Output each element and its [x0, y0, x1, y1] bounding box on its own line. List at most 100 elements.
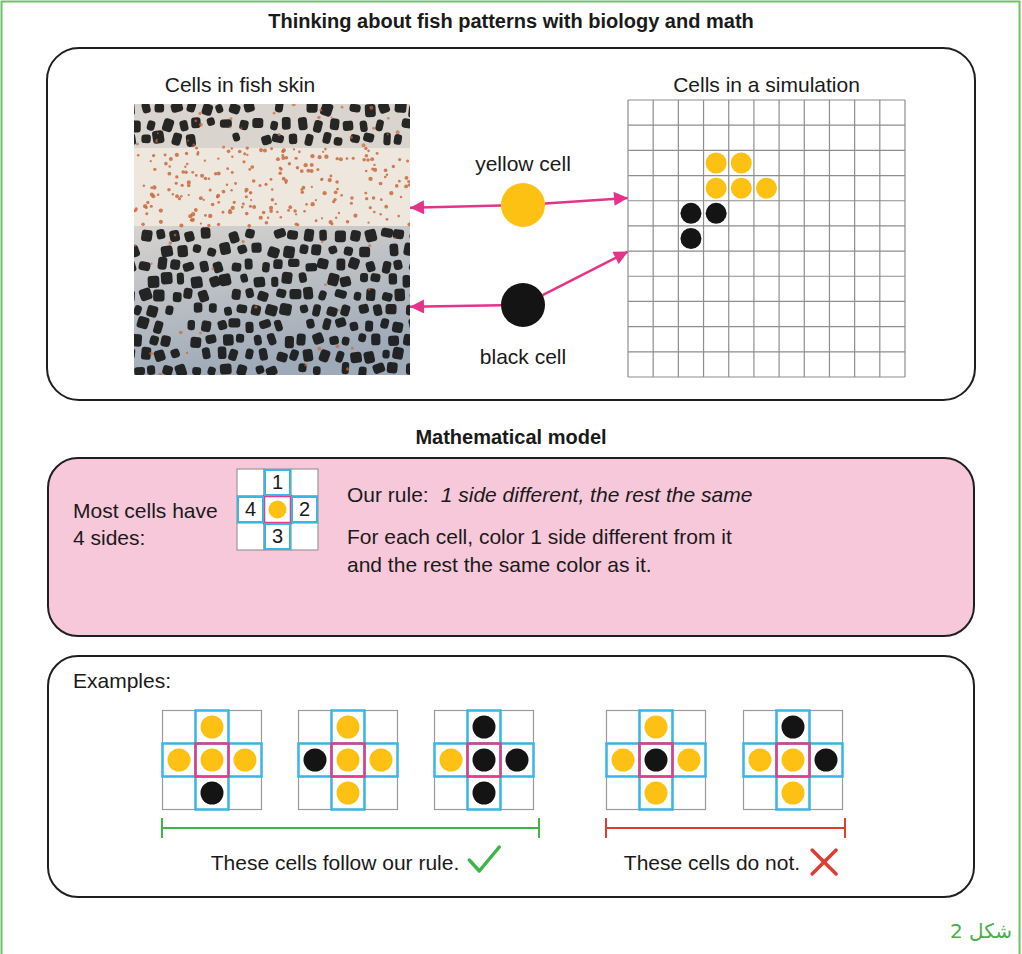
orange-pigment-dot [392, 165, 395, 168]
orange-pigment-dot [184, 171, 187, 174]
centre-cell-outline [196, 744, 229, 777]
grid-line [879, 100, 880, 377]
black-pigment-spot [335, 230, 346, 242]
yellow-cell-dot [337, 716, 360, 739]
black-pigment-spot [363, 351, 376, 365]
orange-pigment-dot [373, 164, 375, 166]
orange-pigment-dot [323, 191, 327, 195]
neighbour-grid-cell [435, 777, 468, 810]
black-pigment-spot [288, 348, 299, 361]
orange-pigment-dot [164, 153, 167, 156]
orange-pigment-dot [398, 158, 401, 161]
black-pigment-spot [359, 120, 368, 132]
side-cell-outline [673, 744, 706, 777]
black-pigment-spot [134, 244, 141, 258]
orange-pigment-dot [217, 157, 219, 159]
orange-pigment-dot [280, 167, 283, 170]
neighbour-grid-cell [640, 744, 673, 777]
black-pigment-spot [219, 241, 232, 255]
black-pigment-spot [179, 120, 189, 132]
black-pigment-spot [236, 364, 248, 375]
orange-pigment-dot [305, 203, 308, 206]
black-pigment-spot [154, 104, 164, 113]
orange-pigment-dot [207, 224, 210, 227]
black-pigment-spot [232, 132, 241, 142]
orange-pigment-dot [338, 212, 340, 214]
orange-pigment-dot [320, 178, 323, 181]
black-pigment-spot [170, 104, 184, 113]
orange-pigment-dot [311, 186, 313, 188]
black-pigment-spot [311, 244, 322, 256]
orange-pigment-dot [317, 347, 321, 351]
black-pigment-spot [273, 319, 284, 332]
orange-pigment-dot [259, 216, 263, 220]
example-cross [607, 711, 706, 810]
cell-label: black cell [480, 343, 566, 370]
neighbour-grid-cell [435, 711, 468, 744]
yellow-cell-symbol: yellow cell [501, 183, 545, 227]
black-pigment-spot [306, 318, 316, 329]
orange-pigment-dot [368, 288, 371, 291]
orange-pigment-dot [244, 188, 248, 192]
black-pigment-spot [364, 228, 378, 243]
neighbour-grid-cell [229, 777, 262, 810]
black-pigment-spot [283, 245, 296, 259]
orange-pigment-dot [321, 217, 323, 219]
orange-pigment-dot [350, 196, 354, 200]
orange-pigment-dot [246, 146, 249, 149]
verdict-text: These cells do not. [624, 849, 800, 876]
orange-pigment-dot [191, 218, 195, 222]
black-cell-dot [680, 228, 701, 249]
orange-pigment-dot [136, 143, 139, 146]
grid-line [627, 100, 628, 377]
black-pigment-spot [304, 133, 314, 146]
black-pigment-spot [365, 260, 376, 273]
side-number: 4 [239, 498, 262, 521]
black-pigment-spot [153, 349, 166, 363]
black-pigment-spot [388, 335, 399, 346]
orange-pigment-dot [346, 367, 350, 371]
neighbour-grid-cell [229, 711, 262, 744]
black-pigment-spot [264, 303, 278, 317]
neighbour-grid-cell [501, 744, 534, 777]
neighbour-grid-cell [640, 777, 673, 810]
examples-panel-shape [47, 655, 975, 898]
orange-pigment-dot [242, 240, 245, 243]
black-pigment-spot [165, 305, 174, 316]
black-cell-dot [304, 749, 327, 772]
black-pigment-spot [313, 366, 321, 375]
yellow-cell-dot [678, 749, 701, 772]
orange-pigment-dot [319, 109, 322, 112]
orange-pigment-dot [222, 211, 225, 214]
black-pigment-spot [141, 134, 151, 143]
orange-pigment-dot [150, 192, 154, 196]
neighbour-grid-cell [229, 744, 262, 777]
grid-line [804, 100, 805, 377]
black-pigment-spot [148, 276, 160, 289]
orange-pigment-dot [310, 202, 314, 206]
grid-background [628, 100, 905, 377]
black-pigment-spot [391, 321, 403, 333]
orange-pigment-dot [322, 151, 324, 153]
orange-pigment-dot [231, 171, 234, 174]
black-pigment-spot [380, 227, 393, 238]
black-pigment-spot [183, 287, 193, 299]
yellow-cell-dot [370, 749, 393, 772]
orange-pigment-dot [152, 185, 156, 189]
orange-pigment-dot [321, 241, 323, 243]
bracket-end [844, 818, 846, 838]
black-pigment-spot [347, 256, 360, 270]
black-pigment-spot [177, 245, 188, 258]
black-pigment-spot [317, 290, 327, 302]
black-pigment-spot [393, 134, 402, 146]
orange-pigment-dot [194, 119, 197, 122]
orange-pigment-dot [288, 162, 291, 165]
black-pigment-spot [200, 227, 210, 239]
black-pigment-spot [333, 137, 343, 147]
orange-pigment-dot [245, 212, 249, 216]
black-pigment-spot [358, 303, 370, 314]
black-pigment-spot [358, 333, 367, 343]
orange-pigment-dot [336, 157, 339, 160]
black-cell-dot [473, 716, 496, 739]
